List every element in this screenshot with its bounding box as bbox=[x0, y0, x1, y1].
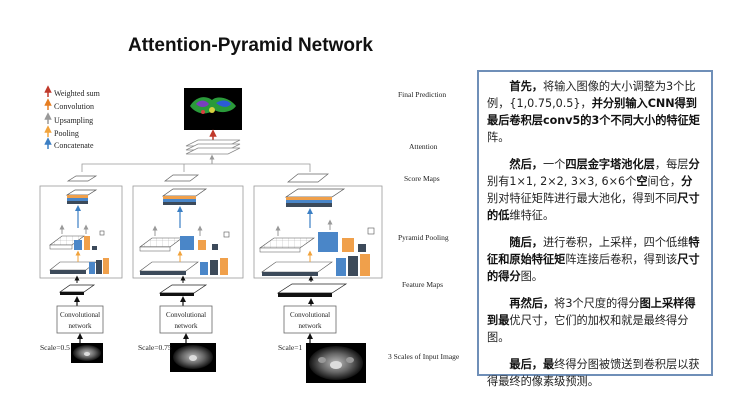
pyramid-box-0.5 bbox=[39, 185, 123, 279]
pyramid-content-0.75 bbox=[139, 188, 230, 275]
scale-label-1: Scale=1 bbox=[278, 343, 302, 352]
conv-network-0.5: Convolutional network bbox=[56, 305, 104, 334]
input-image-0.75 bbox=[170, 343, 216, 372]
legend-weighted-sum: Weighted sum bbox=[44, 85, 101, 98]
description-box: 首先，将输入图像的大小调整为3个比例，{1,0.75,0.5}，并分别输入CNN… bbox=[477, 70, 713, 388]
label-input-scales: 3 Scales of Input Image bbox=[388, 352, 460, 361]
svg-text:Convolution: Convolution bbox=[54, 102, 94, 111]
conv-network-1: Convolutional network bbox=[283, 305, 337, 334]
pyramid-box-1 bbox=[253, 185, 383, 279]
feature-maps bbox=[58, 283, 348, 297]
svg-text:network: network bbox=[299, 322, 322, 330]
pyramid-box-0.75 bbox=[132, 185, 244, 279]
desc-paragraph-1: 首先，将输入图像的大小调整为3个比例，{1,0.75,0.5}，并分别输入CNN… bbox=[487, 80, 700, 144]
conv-network-0.75: Convolutional network bbox=[159, 305, 213, 334]
input-image-0.5 bbox=[71, 343, 103, 363]
svg-text:Convolutional: Convolutional bbox=[166, 311, 206, 319]
svg-text:Weighted sum: Weighted sum bbox=[54, 89, 101, 98]
label-attention: Attention bbox=[409, 142, 438, 151]
desc-paragraph-5: 最后，最终得分图被馈送到卷积层以获得最终的像素级预测。 bbox=[487, 358, 700, 388]
svg-text:Upsampling: Upsampling bbox=[54, 116, 93, 125]
attention-maps bbox=[185, 139, 241, 155]
label-score-maps: Score Maps bbox=[404, 174, 440, 183]
svg-text:Convolutional: Convolutional bbox=[290, 311, 330, 319]
scale-label-0.75: Scale=0.75 bbox=[138, 343, 172, 352]
legend-pooling: Pooling bbox=[44, 125, 79, 138]
label-pyramid-pooling: Pyramid Pooling bbox=[398, 233, 449, 242]
label-final-prediction: Final Prediction bbox=[398, 90, 446, 99]
svg-text:Pooling: Pooling bbox=[54, 129, 79, 138]
scale-label-0.5: Scale=0.5 bbox=[40, 343, 70, 352]
svg-text:network: network bbox=[69, 322, 92, 330]
final-prediction-image bbox=[184, 88, 242, 130]
score-maps bbox=[66, 173, 329, 183]
slide-title: Attention-Pyramid Network bbox=[128, 35, 373, 56]
legend-upsampling: Upsampling bbox=[44, 112, 93, 125]
legend: Weighted sum Convolution Upsampling Pool… bbox=[44, 85, 101, 150]
legend-convolution: Convolution bbox=[44, 98, 94, 111]
svg-text:network: network bbox=[175, 322, 198, 330]
desc-paragraph-2: 然后，一个四层金字塔池化层，每层分别有1×1, 2×2, 3×3, 6×6个空间… bbox=[487, 158, 700, 222]
pyramid-content-1 bbox=[259, 188, 375, 276]
input-image-1 bbox=[306, 343, 366, 383]
network-figure: Weighted sum Convolution Upsampling Pool… bbox=[39, 85, 460, 383]
svg-text:Concatenate: Concatenate bbox=[54, 141, 94, 150]
desc-paragraph-3: 随后，进行卷积，上采样，四个低维特征和原始特征矩阵连接后卷积，得到该尺寸的得分图… bbox=[487, 236, 700, 283]
label-feature-maps: Feature Maps bbox=[402, 280, 443, 289]
svg-text:Convolutional: Convolutional bbox=[60, 311, 100, 319]
desc-paragraph-4: 再然后，将3个尺度的得分图上采样得到最优尺寸，它们的加权和就是最终得分图。 bbox=[487, 297, 696, 344]
pyramid-content-0.5 bbox=[49, 189, 109, 274]
legend-concatenate: Concatenate bbox=[44, 137, 94, 150]
